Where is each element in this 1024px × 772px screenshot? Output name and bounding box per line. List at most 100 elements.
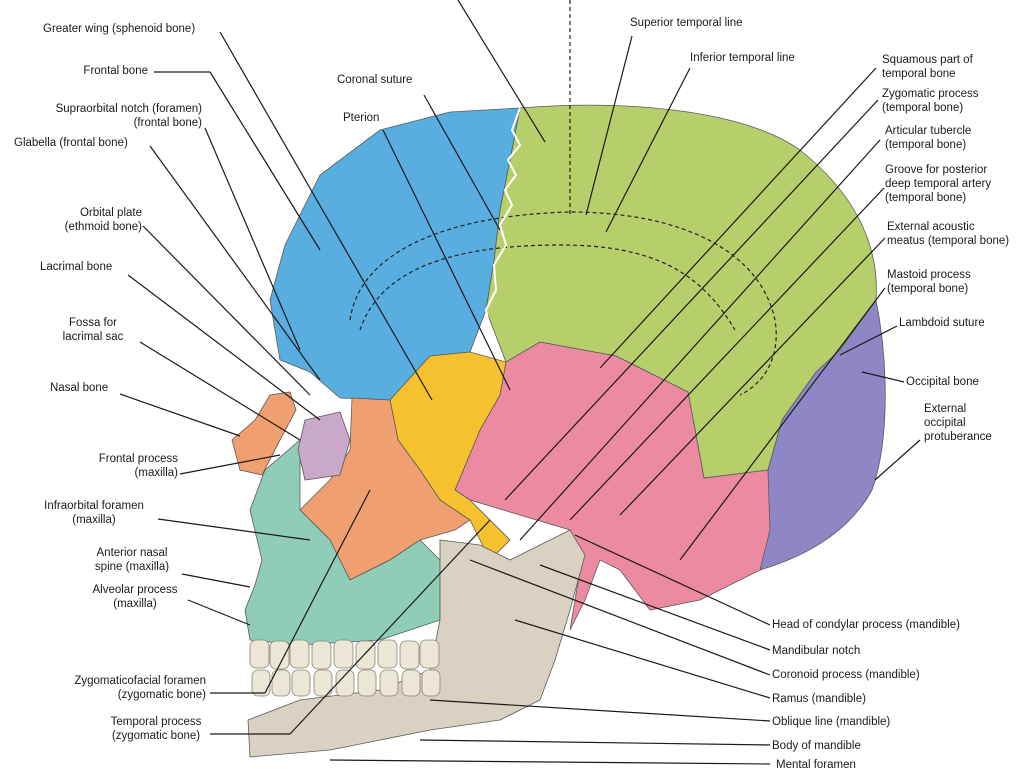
label-text: temporal bone: [882, 68, 956, 80]
lacrimal-region: [297, 411, 351, 481]
label-text: Ramus (mandible): [772, 693, 866, 705]
upper-tooth: [289, 639, 310, 669]
leader-line: [569, 187, 885, 521]
label-infraorbital-foramen: Infraorbital foramen (maxilla): [30, 499, 158, 527]
label-text: Frontal bone: [83, 65, 148, 77]
label-text: Groove for posterior: [885, 164, 988, 176]
label-text: Anterior nasal: [96, 547, 168, 559]
teeth: [249, 639, 441, 697]
label-lambdoid-suture: Lambdoid suture: [899, 316, 985, 330]
label-text: Occipital bone: [906, 376, 979, 388]
upper-tooth: [311, 640, 332, 670]
label-text: Oblique line (mandible): [772, 716, 891, 728]
maxilla-region: [244, 439, 441, 646]
label-text: (temporal bone): [887, 283, 969, 295]
label-text: (temporal bone): [885, 192, 967, 204]
label-text: (zygomatic bone): [117, 689, 206, 701]
label-lacrimal-bone: Lacrimal bone: [40, 260, 112, 274]
label-pterion: Pterion: [343, 111, 379, 125]
label-text: Lambdoid suture: [899, 317, 985, 329]
leader-line: [289, 519, 491, 735]
label-text: Frontal process: [98, 453, 178, 465]
leader-line: [142, 225, 311, 396]
label-text: Coronal suture: [337, 74, 413, 86]
leader-line: [874, 439, 921, 481]
label-text: (maxilla): [134, 467, 178, 479]
leader-line: [599, 67, 877, 369]
label-articular-tubercle: Articular tubercle (temporal bone): [885, 124, 971, 152]
upper-tooth: [399, 640, 420, 670]
label-text: occipital: [924, 417, 966, 429]
label-anterior-nasal-spine: Anterior nasal spine (maxilla): [82, 546, 182, 574]
leader-line: [181, 573, 251, 588]
leader-line: [419, 739, 771, 746]
label-text: External acoustic: [887, 221, 975, 233]
label-ramus: Ramus (mandible): [772, 692, 866, 706]
leader-line: [514, 619, 771, 699]
leader-line: [469, 559, 771, 676]
label-text: (maxilla): [72, 514, 116, 526]
label-text: Lacrimal bone: [40, 261, 113, 273]
label-greater-wing: Greater wing (sphenoid bone): [43, 22, 195, 36]
label-zygomaticofacial: Zygomaticofacial foramen (zygomatic bone…: [38, 674, 206, 702]
label-text: Alveolar process: [92, 584, 178, 596]
label-text: External: [924, 403, 967, 415]
leader-line: [204, 127, 301, 351]
label-supraorbital-notch: Supraorbital notch (foramen) (frontal bo…: [30, 102, 202, 130]
leader-line: [139, 341, 301, 441]
label-text: meatus (temporal bone): [887, 235, 1010, 247]
temporal-line-dashed: [349, 211, 777, 396]
label-text: deep temporal artery: [885, 178, 992, 190]
upper-tooth: [355, 640, 376, 670]
label-frontal-bone: Frontal bone: [60, 64, 148, 78]
label-text: Supraorbital notch (foramen): [55, 103, 202, 115]
leader-line: [504, 99, 879, 501]
leader-line: [861, 371, 905, 383]
leader-line: [619, 237, 886, 516]
leader-line: [839, 325, 898, 356]
label-squamous-part: Squamous part of temporal bone: [882, 53, 973, 81]
label-text: Mastoid process: [887, 269, 971, 281]
label-text: Squamous part of: [882, 54, 973, 66]
label-text: (temporal bone): [882, 102, 964, 114]
label-text: Mandibular notch: [772, 645, 861, 657]
label-text: Pterion: [343, 112, 380, 124]
label-external-occipital: External occipital protuberance: [924, 402, 992, 444]
lower-tooth: [271, 669, 291, 697]
leader-line: [679, 287, 886, 561]
label-fossa-lacrimal: Fossa for lacrimal sac: [48, 316, 138, 344]
label-text: (zygomatic bone): [111, 730, 201, 742]
nasal-bone-region: [231, 391, 297, 476]
upper-tooth: [249, 639, 270, 669]
leader-line: [149, 145, 321, 381]
leader-line: [429, 699, 771, 722]
leader-line: [539, 564, 771, 651]
label-coronal-suture: Coronal suture: [337, 73, 412, 87]
label-nasal-bone: Nasal bone: [50, 381, 108, 395]
label-text: (frontal bone): [133, 117, 202, 129]
label-text: Body of mandible: [772, 740, 861, 752]
label-coronoid-process: Coronoid process (mandible): [772, 668, 920, 682]
leader-line: [423, 94, 501, 231]
label-groove-posterior: Groove for posterior deep temporal arter…: [885, 163, 991, 205]
leader-line: [329, 759, 771, 765]
lower-tooth: [401, 669, 421, 697]
upper-tooth: [377, 639, 398, 669]
lower-tooth: [291, 669, 311, 697]
leader-lines: [119, 0, 921, 765]
leader-line: [179, 454, 281, 475]
lower-tooth: [313, 669, 333, 697]
label-superior-temporal-line: Superior temporal line: [630, 16, 743, 30]
label-text: spine (maxilla): [94, 561, 170, 573]
label-text: Orbital plate: [79, 207, 142, 219]
leader-line: [457, 0, 546, 143]
label-external-acoustic: External acoustic meatus (temporal bone): [887, 220, 1009, 248]
label-mastoid-process: Mastoid process (temporal bone): [887, 268, 971, 296]
label-oblique-line: Oblique line (mandible): [772, 715, 890, 729]
lower-tooth: [335, 669, 355, 697]
label-text: Zygomaticofacial foramen: [74, 675, 206, 687]
leader-line: [519, 139, 881, 541]
label-frontal-process: Frontal process (maxilla): [80, 452, 178, 480]
leader-line: [585, 35, 633, 216]
